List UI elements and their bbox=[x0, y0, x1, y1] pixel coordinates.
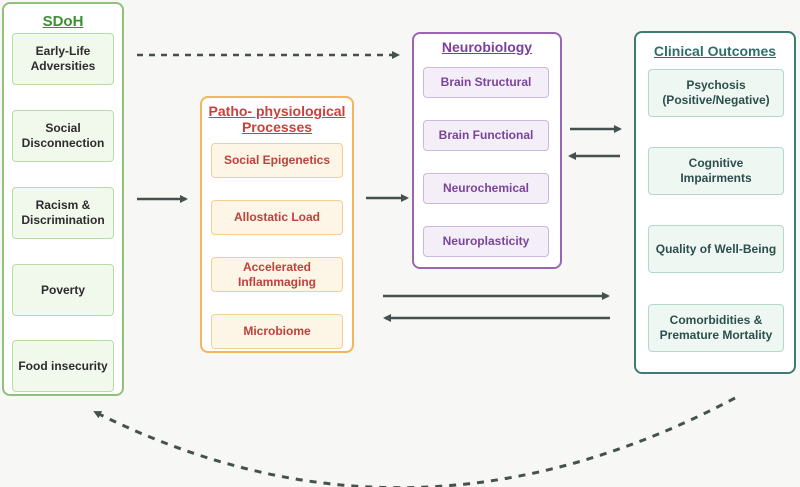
neuro-item-brain-structural: Brain Structural bbox=[423, 67, 549, 98]
sdoh-title: SDoH bbox=[42, 13, 84, 30]
sdoh-item-racism-discrimination: Racism &Discrimination bbox=[12, 187, 114, 239]
neuro-panel: Neurobiology Brain Structural Brain Func… bbox=[412, 32, 562, 269]
clinical-item-comorbidities-mortality: Comorbidities &Premature Mortality bbox=[648, 304, 784, 352]
neuro-item-brain-functional: Brain Functional bbox=[423, 120, 549, 151]
patho-item-microbiome: Microbiome bbox=[211, 314, 343, 349]
clinical-panel: Clinical Outcomes Psychosis(Positive/Neg… bbox=[634, 31, 796, 374]
patho-item-social-epigenetics: Social Epigenetics bbox=[211, 143, 343, 178]
neuro-item-neurochemical: Neurochemical bbox=[423, 173, 549, 204]
sdoh-item-poverty: Poverty bbox=[12, 264, 114, 316]
patho-item-allostatic-load: Allostatic Load bbox=[211, 200, 343, 235]
neuro-item-neuroplasticity: Neuroplasticity bbox=[423, 226, 549, 257]
clinical-title: Clinical Outcomes bbox=[653, 43, 777, 59]
sdoh-item-food-insecurity: Food insecurity bbox=[12, 340, 114, 392]
clinical-item-quality-of-well-being: Quality of Well-Being bbox=[648, 225, 784, 273]
neuro-title: Neurobiology bbox=[441, 39, 533, 55]
clinical-item-psychosis: Psychosis(Positive/Negative) bbox=[648, 69, 784, 117]
dashed-feedback-arrow-clinical-to-sdoh bbox=[93, 396, 736, 487]
